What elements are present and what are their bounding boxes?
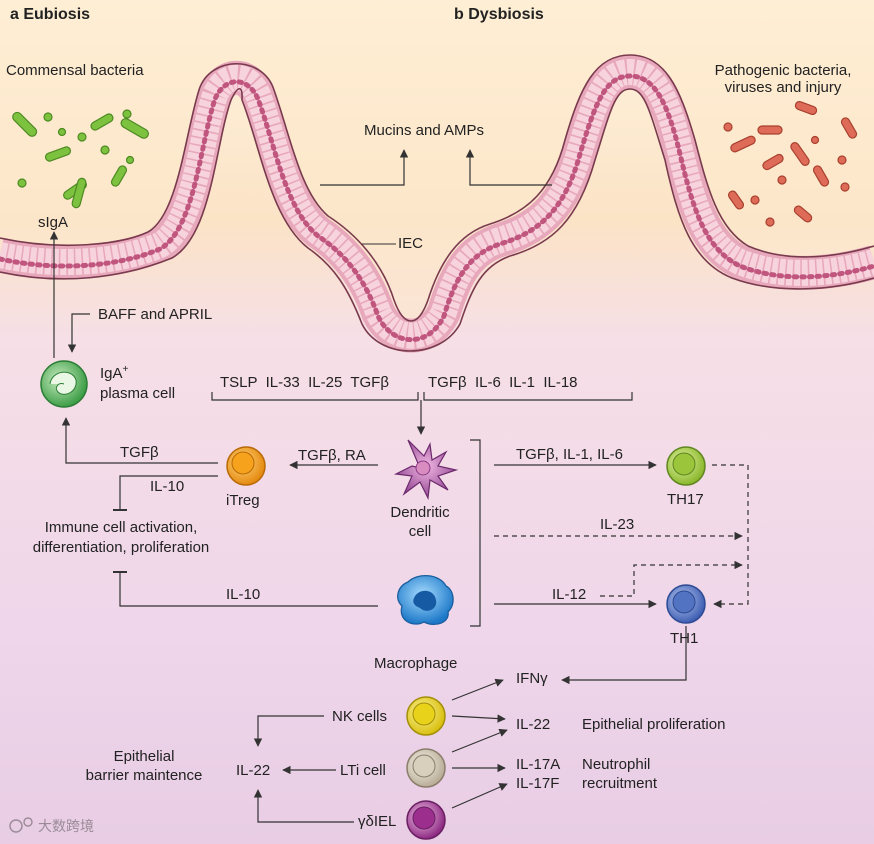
th17-label: TH17: [667, 491, 704, 508]
mucins-arrow-right: [465, 149, 552, 186]
dendritic-label-line2: cell: [408, 523, 432, 540]
il10-itreg-line: [119, 475, 218, 510]
iga-plasma-label: IgA+ plasma cell: [100, 364, 176, 403]
gd-il22-left-arrow: [253, 789, 354, 823]
siga-label: sIgA: [38, 214, 69, 231]
mucins-arrow-left: [320, 149, 409, 186]
dendritic-cell: [393, 439, 459, 501]
epithelium-border-top: [0, 54, 874, 322]
th1-ifng-arrow: [561, 626, 687, 685]
th1-label: TH1: [670, 630, 699, 647]
th17-cytokines-label: TGFβ, IL-1, IL-6: [516, 446, 623, 463]
gd-il17-arrow: [451, 783, 508, 809]
pathogenic-label: Pathogenic bacteria, viruses and injury: [696, 62, 870, 96]
panel-b-heading: b Dysbiosis: [454, 6, 544, 23]
apc-bracket: [470, 439, 481, 627]
right-cytokine-group: TGFβ IL-6 IL-1 IL-18: [428, 374, 578, 391]
barrier-line2: barrier maintence: [85, 767, 203, 784]
immune-activation-line2: differentiation, proliferation: [32, 539, 210, 556]
nk-ifng-arrow: [451, 678, 504, 701]
tgfb-ra-label: TGFβ, RA: [298, 447, 366, 464]
immune-activation-label: Immune cell activation, differentiation,…: [10, 519, 232, 556]
il23-label: IL-23: [600, 516, 635, 533]
itreg-label: iTreg: [226, 492, 260, 509]
il10-mac-line: [119, 572, 378, 607]
th1-cell: [666, 584, 706, 624]
gdiel-label: γδIEL: [358, 813, 397, 830]
pathogenic-label-line1: Pathogenic bacteria,: [714, 62, 852, 79]
nk-cell: [406, 696, 446, 736]
tgfb-plasma-label: TGFβ: [120, 444, 159, 461]
epithelium-nuclei: [0, 73, 874, 343]
lti-cell: [406, 748, 446, 788]
il12-label: IL-12: [552, 586, 587, 603]
il10-itreg-label: IL-10: [150, 478, 185, 495]
baff-arrow: [67, 313, 90, 353]
watermark-logo-icon: [9, 817, 33, 833]
bracket-left: [211, 392, 419, 401]
commensal-bacteria: [12, 109, 149, 209]
iga-label: IgA: [100, 365, 123, 382]
dendritic-label-line1: Dendritic: [390, 504, 450, 521]
pathogenic-label-line2: viruses and injury: [724, 79, 842, 96]
neutrophil-line1: Neutrophil: [582, 756, 651, 773]
barrier-line1: Epithelial: [113, 748, 175, 765]
iga-sup: +: [122, 364, 129, 375]
nk-il22-left-arrow: [253, 715, 324, 747]
iec-label: IEC: [398, 235, 424, 252]
plasma-cell-label: plasma cell: [100, 385, 176, 402]
neutrophil-recruitment-label: Neutrophil recruitment: [582, 756, 657, 792]
ifng-label: IFNγ: [516, 670, 548, 687]
tgfb-plasma-arrow: [61, 417, 218, 464]
barrier-maintenance-label: Epithelial barrier maintence: [64, 748, 224, 784]
nk-il22-arrow: [451, 714, 506, 723]
nk-label: NK cells: [332, 708, 388, 725]
lumen-area: [0, 0, 874, 335]
panel-a-title: Eubiosis: [23, 6, 91, 23]
lti-label: LTi cell: [340, 762, 386, 779]
bracket-right: [423, 392, 633, 401]
epithelium-border-bottom: [0, 87, 874, 352]
panel-a-heading: a Eubiosis: [10, 6, 90, 23]
il12-dashed-arrow: [600, 560, 743, 597]
il22-left-label: IL-22: [236, 762, 271, 779]
dendritic-label: Dendritic cell: [380, 504, 460, 540]
macrophage-label: Macrophage: [374, 655, 458, 672]
macrophage-cell: [397, 575, 454, 626]
gdiel-cell: [406, 800, 446, 840]
panel-a-letter: a: [10, 6, 19, 23]
il17a-label: IL-17A: [516, 756, 561, 773]
itreg-cell: [226, 446, 266, 486]
immune-activation-line1: Immune cell activation,: [44, 519, 198, 536]
epithelial-proliferation-label: Epithelial proliferation: [582, 716, 726, 733]
il10-macrophage-label: IL-10: [226, 586, 261, 603]
iga-plasma-cell: [40, 360, 88, 408]
panel-b-title: Dysbiosis: [468, 6, 544, 23]
neutrophil-line2: recruitment: [582, 775, 658, 792]
panel-b-letter: b: [454, 6, 464, 23]
baff-label: BAFF and APRIL: [98, 306, 213, 323]
left-cytokine-group: TSLP IL-33 IL-25 TGFβ: [220, 374, 389, 391]
th17-th1-dashed: [712, 464, 749, 609]
th17-cell: [666, 446, 706, 486]
mucins-label: Mucins and AMPs: [364, 122, 485, 139]
il22-top-label: IL-22: [516, 716, 551, 733]
watermark-text: 大数跨境: [38, 818, 94, 834]
pathogenic-bacteria: [723, 101, 858, 227]
il17f-label: IL-17F: [516, 775, 560, 792]
commensal-label: Commensal bacteria: [6, 62, 144, 79]
lti-il22-arrow: [451, 728, 508, 753]
